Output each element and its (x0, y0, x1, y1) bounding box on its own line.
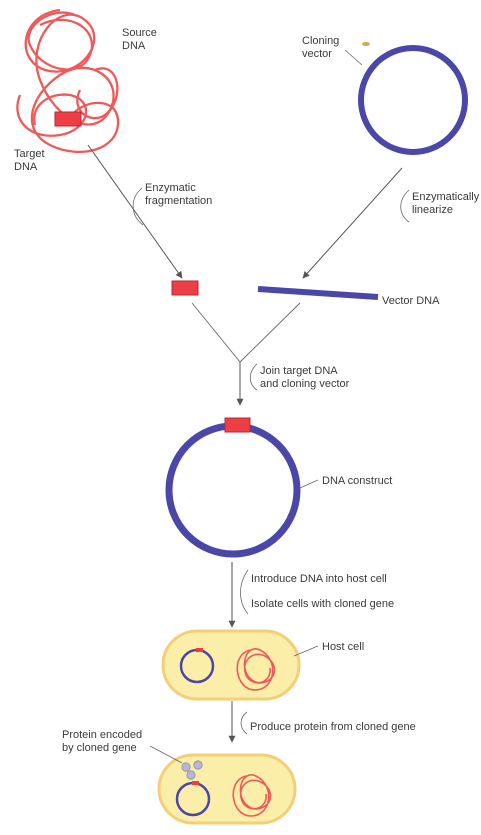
target-dna-block (54, 111, 82, 127)
linearize-bracket (400, 189, 410, 223)
protein-host-cell (157, 753, 297, 825)
cloning-vector-label-1: Cloning (302, 35, 339, 47)
enzymatically-linearize-label-1: Enzymatically (412, 191, 480, 203)
target-dna-label-2: DNA (14, 161, 38, 173)
cloning-vector-leader (344, 49, 363, 66)
dna-construct-leader (299, 479, 319, 489)
join-label-2: and cloning vector (260, 378, 350, 390)
host-cell-label: Host cell (322, 641, 364, 653)
protein-leader (149, 745, 183, 764)
target-dna-label-1: Target (14, 148, 45, 160)
produce-bracket (240, 711, 248, 735)
host-cell (161, 629, 301, 701)
dna-construct-circle (165, 422, 301, 558)
vector-dna-label: Vector DNA (382, 295, 440, 307)
introduce-bracket (240, 569, 249, 615)
protein-encoded-label-1: Protein encoded (62, 729, 142, 741)
source-dna-label-1: Source (122, 27, 157, 39)
enzymatic-fragmentation-label-1: Enzymatic (145, 182, 196, 194)
fragmentation-bracket (132, 187, 144, 226)
source-dna-tangle (16, 8, 120, 153)
produce-protein-label: Produce protein from cloned gene (250, 721, 416, 733)
dna-construct-label: DNA construct (322, 475, 392, 487)
source-dna-label-2: DNA (122, 40, 146, 52)
enzymatically-linearize-label-2: linearize (412, 204, 453, 216)
join-bracket (249, 363, 258, 391)
host-cell-leader (293, 645, 319, 657)
protein-encoded-label-2: by cloned gene (62, 742, 137, 754)
fragmentation-arrow (87, 144, 183, 279)
join-line-right (239, 302, 301, 363)
enzymatic-fragmentation-label-2: fragmentation (145, 195, 212, 207)
vector-speck (362, 42, 370, 46)
join-line-left (191, 302, 241, 363)
dna-construct-insert (224, 417, 251, 433)
join-label-1: Join target DNA (260, 365, 338, 377)
protein-molecules (181, 760, 203, 780)
introduce-dna-label: Introduce DNA into host cell (251, 573, 387, 585)
vector-dna-linear (257, 286, 379, 300)
cloning-vector-label-2: vector (302, 48, 332, 60)
cloning-vector-circle (358, 45, 468, 155)
isolate-cells-label: Isolate cells with cloned gene (251, 598, 394, 610)
linearize-arrow (302, 167, 403, 279)
target-dna-fragment (171, 280, 199, 296)
